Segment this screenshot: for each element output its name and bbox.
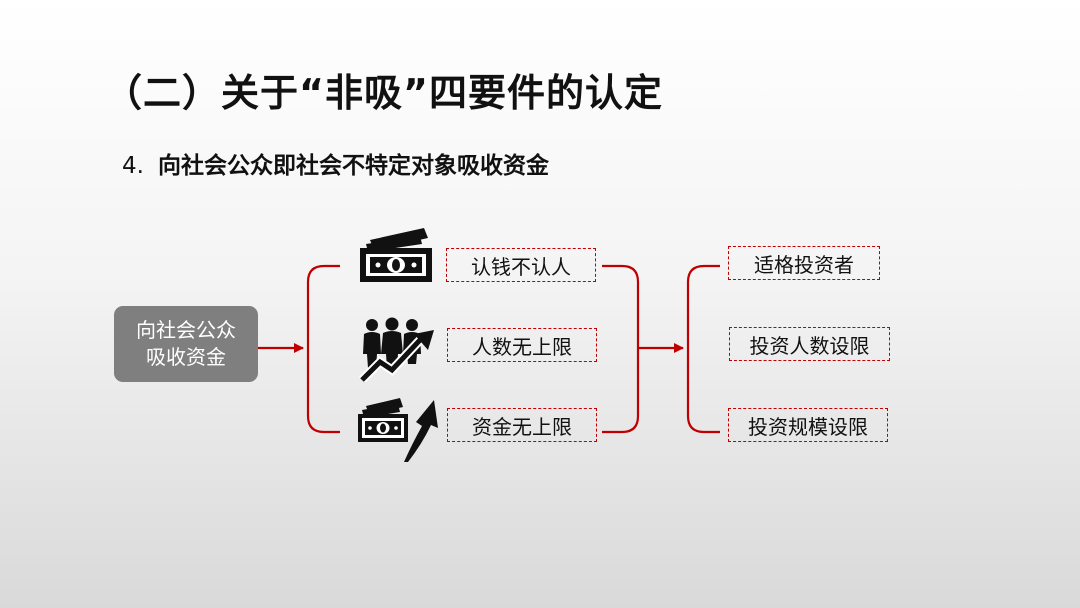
left-bracket bbox=[306, 264, 340, 434]
right-box-3: 投资规模设限 bbox=[728, 408, 888, 442]
money-up-arrow-icon bbox=[358, 398, 438, 462]
source-line2: 吸收资金 bbox=[146, 345, 226, 369]
right-box-1: 适格投资者 bbox=[728, 246, 880, 280]
source-node: 向社会公众 吸收资金 bbox=[114, 306, 258, 382]
right-bracket bbox=[686, 264, 720, 434]
people-growth-icon bbox=[358, 317, 434, 382]
slide-title: （二）关于“非吸”四要件的认定 bbox=[104, 71, 663, 115]
subtitle-number: 4. bbox=[122, 153, 144, 179]
middle-bracket bbox=[602, 264, 640, 434]
middle-box-1: 认钱不认人 bbox=[446, 248, 596, 282]
middle-box-3: 资金无上限 bbox=[447, 408, 597, 442]
middle-box-2: 人数无上限 bbox=[447, 328, 597, 362]
subtitle-text: 向社会公众即社会不特定对象吸收资金 bbox=[157, 153, 549, 179]
money-bill-icon bbox=[360, 228, 432, 282]
source-line1: 向社会公众 bbox=[136, 318, 236, 342]
slide-subtitle: 4. 向社会公众即社会不特定对象吸收资金 bbox=[122, 146, 549, 180]
right-box-2: 投资人数设限 bbox=[729, 327, 890, 361]
